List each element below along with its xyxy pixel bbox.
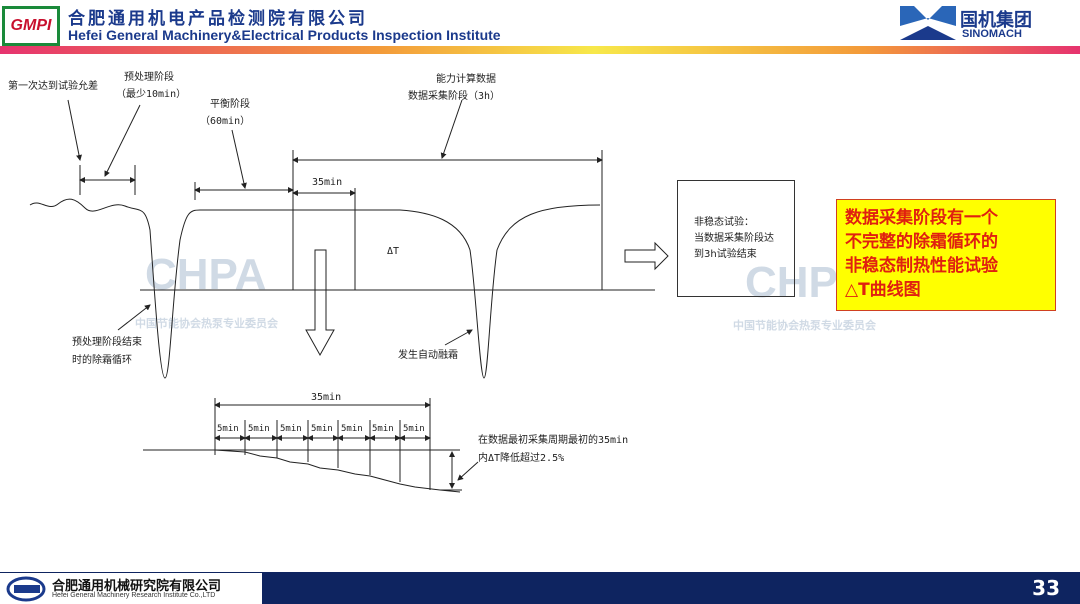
segment-label: 5min — [217, 424, 239, 434]
label-balance-stage: 平衡阶段 — [210, 99, 250, 110]
segment-label: 5min — [248, 424, 270, 434]
label-delta-t: ΔT — [387, 246, 400, 257]
institute-name-cn: 合肥通用机电产品检测院有限公司 — [68, 9, 368, 29]
segment-label: 5min — [280, 424, 302, 434]
institute-name-en: Hefei General Machinery&Electrical Produ… — [68, 27, 501, 43]
unsteady-test-box: 非稳态试验： 当数据采集阶段达 到3h试验结束 — [677, 180, 795, 297]
right-arrow-icon — [624, 241, 669, 271]
footer-logo-area: 合肥通用机械研究院有限公司 Hefei General Machinery Re… — [0, 572, 262, 604]
segment-ticks — [214, 398, 431, 490]
box-line: 到3h试验结束 — [694, 249, 757, 260]
page-number: 33 — [1032, 576, 1060, 600]
segment-label: 5min — [372, 424, 394, 434]
sinomach-logo-icon — [900, 6, 956, 40]
declining-curve — [214, 449, 461, 493]
callout-line: 数据采集阶段有一个 — [845, 208, 998, 228]
segment-label: 5min — [341, 424, 363, 434]
label-lower-35min: 35min — [311, 392, 342, 403]
callout-line: 不完整的除霜循环的 — [845, 232, 998, 252]
label-pre-stage: 预处理阶段 — [124, 72, 174, 83]
watermark-logo: CHPA — [145, 250, 267, 299]
box-line: 当数据采集阶段达 — [694, 233, 774, 244]
label-pre-end-1: 预处理阶段结束 — [72, 337, 142, 348]
header-gradient-band — [0, 46, 1080, 54]
footer-company-cn: 合肥通用机械研究院有限公司 — [52, 579, 222, 594]
label-capacity-1: 能力计算数据 — [436, 74, 496, 85]
watermark-text: 中国节能协会热泵专业委员会 — [135, 318, 278, 330]
brand-name-en: SINOMACH — [962, 28, 1022, 40]
footer-company-en: Hefei General Machinery Research Institu… — [52, 592, 216, 599]
label-balance-min: （60min） — [200, 116, 251, 127]
down-arrow-icon — [305, 249, 335, 357]
callout-line: △T曲线图 — [845, 280, 921, 300]
watermark-text-2: 中国节能协会热泵专业委员会 — [733, 320, 876, 332]
label-pre-end-2: 时的除霜循环 — [72, 355, 132, 366]
callout-box: 数据采集阶段有一个 不完整的除霜循环的 非稳态制热性能试验 △T曲线图 — [836, 199, 1056, 311]
label-first-tolerance: 第一次达到试验允差 — [8, 81, 98, 92]
gmri-logo-icon — [6, 576, 46, 602]
label-auto-defrost: 发生自动融霜 — [398, 350, 458, 361]
gmpi-logo: GMPI — [2, 6, 60, 46]
delta-t-curve — [29, 198, 601, 379]
callout-line: 非稳态制热性能试验 — [845, 256, 998, 276]
label-note-1: 在数据最初采集周期最初的35min — [478, 435, 629, 446]
delta-t-curve-diagram — [29, 99, 669, 493]
label-note-2: 内ΔT降低超过2.5% — [478, 453, 565, 464]
box-line: 非稳态试验： — [694, 217, 754, 228]
segment-label: 5min — [403, 424, 425, 434]
segment-label: 5min — [311, 424, 333, 434]
brand-name-cn: 国机集团 — [960, 10, 1032, 31]
label-35min: 35min — [312, 177, 343, 188]
label-pre-min: （最少10min） — [116, 89, 187, 100]
label-capacity-2: 数据采集阶段（3h） — [408, 91, 501, 102]
